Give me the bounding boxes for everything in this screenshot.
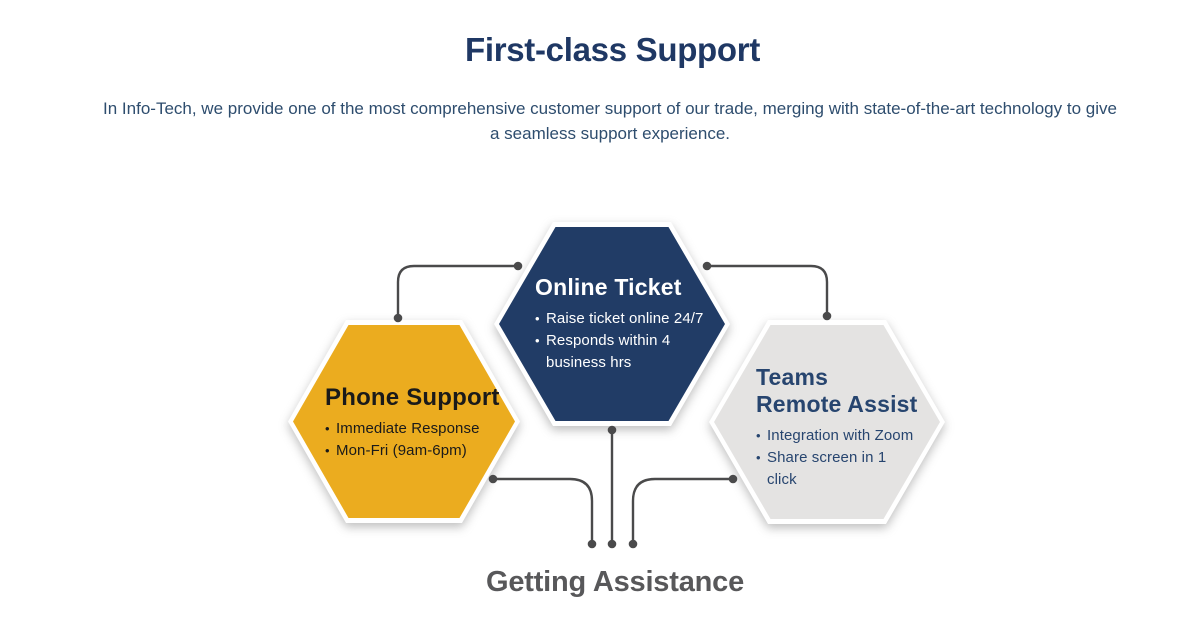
connector-dot xyxy=(607,539,617,549)
hexagon-bullet-list: Raise ticket online 24/7 Responds within… xyxy=(535,308,715,374)
hexagon-title: Online Ticket xyxy=(535,274,682,300)
footer-label: Getting Assistance xyxy=(485,566,744,598)
connector-dot xyxy=(822,311,832,321)
hexagon-bullet-list: Immediate Response Mon-Fri (9am-6pm) xyxy=(325,418,501,462)
hexagon-online-ticket: Online Ticket Raise ticket online 24/7 R… xyxy=(494,222,730,426)
hexagon-content: Online Ticket Raise ticket online 24/7 R… xyxy=(499,227,725,421)
bullet-item: Integration with Zoom xyxy=(756,425,918,447)
page-subtitle: In Info-Tech, we provide one of the most… xyxy=(103,99,1117,143)
hexagon-content: Phone Support Immediate Response Mon-Fri… xyxy=(293,325,515,518)
bullet-item: Raise ticket online 24/7 xyxy=(535,308,715,330)
connector-dot xyxy=(587,539,597,549)
connector-dot xyxy=(607,425,617,435)
connector-dot xyxy=(628,539,638,549)
hexagon-phone-support: Phone Support Immediate Response Mon-Fri… xyxy=(288,320,520,523)
hexagon-teams-remote-assist: Teams Remote Assist Integration with Zoo… xyxy=(709,320,945,524)
bullet-item: Share screen in 1 click xyxy=(756,447,918,491)
bullet-item: Mon-Fri (9am-6pm) xyxy=(325,440,501,462)
bullet-item: Responds within 4 business hrs xyxy=(535,330,715,374)
hexagon-title: Teams Remote Assist xyxy=(756,363,918,417)
hexagon-bullet-list: Integration with Zoom Share screen in 1 … xyxy=(756,425,918,491)
hexagon-title: Phone Support xyxy=(325,383,500,411)
page-title: First-class Support xyxy=(464,31,761,68)
bullet-item: Immediate Response xyxy=(325,418,501,440)
hexagon-content: Teams Remote Assist Integration with Zoo… xyxy=(714,325,940,519)
page-subtitle-container: In Info-Tech, we provide one of the most… xyxy=(0,96,1200,146)
